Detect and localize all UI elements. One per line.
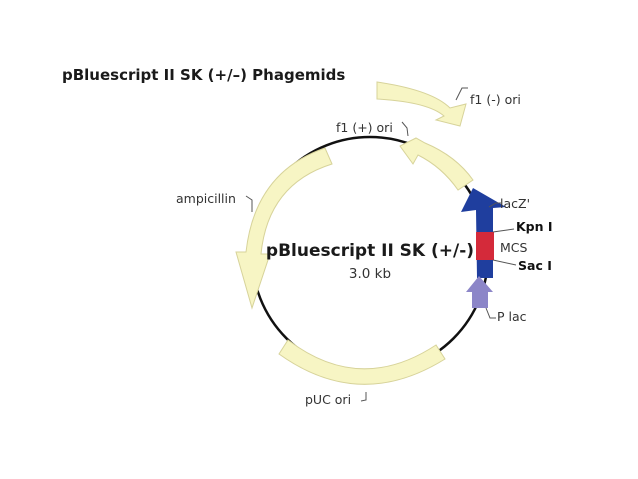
- label-kpn-i: Kpn I: [516, 219, 553, 234]
- leader-lacz: [488, 202, 501, 208]
- ampicillin-arrow: [235, 147, 333, 310]
- label-mcs: MCS: [500, 240, 528, 255]
- label-f1-plus-ori: f1 (+) ori: [336, 120, 393, 135]
- leader-ampicillin: [245, 195, 253, 212]
- plac-arrow: [466, 276, 493, 308]
- leader-plac: [485, 307, 496, 319]
- plasmid-name: pBluescript II SK (+/-): [266, 241, 474, 261]
- leader-kpn: [492, 228, 515, 233]
- f1-minus-ori-arrow: [376, 81, 467, 127]
- plasmid-size: 3.0 kb: [349, 266, 391, 282]
- label-p-lac: P lac: [497, 309, 527, 324]
- label-lacz: lacZ': [500, 196, 530, 211]
- map-title: pBluescript II SK (+/–) Phagemids: [62, 66, 345, 84]
- leader-sac: [492, 259, 517, 266]
- label-ampicillin: ampicillin: [176, 191, 236, 206]
- leader-f1-minus: [455, 87, 468, 101]
- label-f1-minus-ori: f1 (-) ori: [470, 92, 521, 107]
- mcs-region: [476, 232, 494, 260]
- label-puc-ori: pUC ori: [305, 392, 351, 407]
- leader-f1-plus: [401, 121, 409, 137]
- puc-ori-block: [278, 339, 446, 385]
- f1-plus-ori-arrow: [399, 137, 474, 191]
- label-sac-i: Sac I: [518, 258, 552, 273]
- leader-puc: [360, 392, 367, 402]
